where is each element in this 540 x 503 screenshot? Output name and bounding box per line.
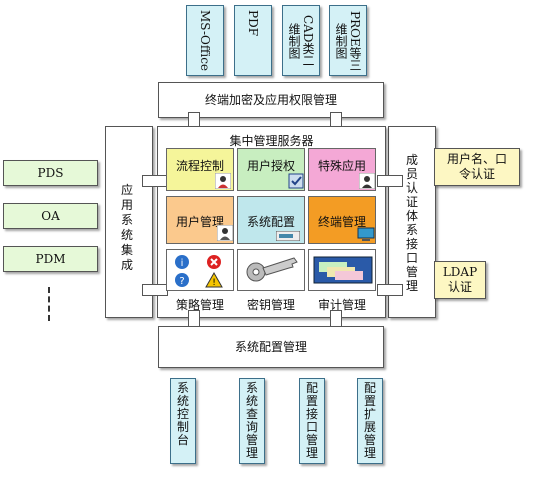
bottom-item-query: 系统查询管理 <box>239 378 265 464</box>
user-authorization-label: 用户授权 <box>246 159 295 173</box>
question-icon: ? <box>175 273 189 287</box>
users-icon <box>217 225 233 241</box>
pdm-label: PDM <box>35 252 66 266</box>
server-title: 集中管理服务器 <box>229 134 314 148</box>
config-panel-icon <box>276 231 300 241</box>
left-item-pdm: PDM <box>3 246 98 272</box>
warning-icon: ! <box>205 272 223 288</box>
system-config-bar: 系统配置管理 <box>158 326 384 368</box>
tile-policy-management[interactable]: i ? ! <box>166 249 234 291</box>
password-auth-label: 用户名、口令认证 <box>447 152 508 181</box>
checklist-icon <box>288 173 304 189</box>
bottom-item-console: 系统控制台 <box>170 378 196 464</box>
ldap-auth-label: LDAP认证 <box>442 265 478 294</box>
tile-special-app[interactable]: 特殊应用 <box>308 148 376 191</box>
pdf-label: PDF <box>246 10 260 37</box>
cad-box: CAD类二维制图 <box>282 5 320 76</box>
interface-label: 配置接口管理 <box>305 381 318 460</box>
tile-user-management[interactable]: 用户管理 <box>166 196 234 244</box>
tile-audit-management[interactable] <box>308 249 376 291</box>
app-integration-label: 应用系统集成 <box>120 183 133 272</box>
right-item-password-auth: 用户名、口令认证 <box>434 148 520 186</box>
tile-key-management[interactable] <box>237 249 305 291</box>
proe-label: PROE等三维制图 <box>334 11 362 71</box>
pds-label: PDS <box>37 166 64 180</box>
key-icon <box>246 257 298 282</box>
system-config-label: 系统配置 <box>246 215 295 229</box>
oa-label: OA <box>41 209 60 223</box>
computer-icon <box>357 227 375 241</box>
pdf-box: PDF <box>234 5 272 76</box>
ms-office-box: MS-Office <box>186 5 224 76</box>
connector-right-upper <box>377 175 403 187</box>
tile-system-config[interactable]: 系统配置 <box>237 196 305 244</box>
right-item-ldap-auth: LDAP认证 <box>434 261 486 299</box>
query-label: 系统查询管理 <box>245 381 258 460</box>
user-management-label: 用户管理 <box>175 215 224 229</box>
connector-left-lower <box>142 284 168 296</box>
info-icon: i <box>175 255 189 269</box>
system-config-bar-label: 系统配置管理 <box>234 340 307 354</box>
key-management-label: 密钥管理 <box>246 298 295 312</box>
special-app-label: 特殊应用 <box>317 159 366 173</box>
bottom-item-interface: 配置接口管理 <box>299 378 325 464</box>
terminal-management-label: 终端管理 <box>317 215 366 229</box>
svg-text:i: i <box>181 258 184 269</box>
terminal-encryption-label: 终端加密及应用权限管理 <box>204 93 337 107</box>
console-label: 系统控制台 <box>176 381 189 447</box>
svg-text:?: ? <box>179 276 184 287</box>
tile-user-authorization[interactable]: 用户授权 <box>237 148 305 191</box>
error-icon <box>207 255 221 269</box>
ellipsis-dashes <box>48 287 50 321</box>
connector-right-lower <box>377 284 403 296</box>
svg-text:!: ! <box>212 278 216 288</box>
bottom-item-extension: 配置扩展管理 <box>357 378 383 464</box>
policy-management-label: 策略管理 <box>175 298 224 312</box>
connector-left-upper <box>142 175 168 187</box>
audit-management-label: 审计管理 <box>317 298 366 312</box>
left-item-pds: PDS <box>3 160 98 186</box>
process-control-label: 流程控制 <box>175 159 224 173</box>
cad-label: CAD类二维制图 <box>287 15 315 67</box>
tile-process-control[interactable]: 流程控制 <box>166 148 234 191</box>
extension-label: 配置扩展管理 <box>363 381 376 460</box>
proe-box: PROE等三维制图 <box>329 5 367 76</box>
tile-terminal-management[interactable]: 终端管理 <box>308 196 376 244</box>
left-item-oa: OA <box>3 203 98 229</box>
admin-user-icon <box>359 173 375 189</box>
ms-office-label: MS-Office <box>198 10 212 72</box>
audit-windows-icon <box>313 256 373 284</box>
user-icon <box>215 173 231 189</box>
member-auth-label: 成员认证体系接口管理 <box>405 153 418 293</box>
